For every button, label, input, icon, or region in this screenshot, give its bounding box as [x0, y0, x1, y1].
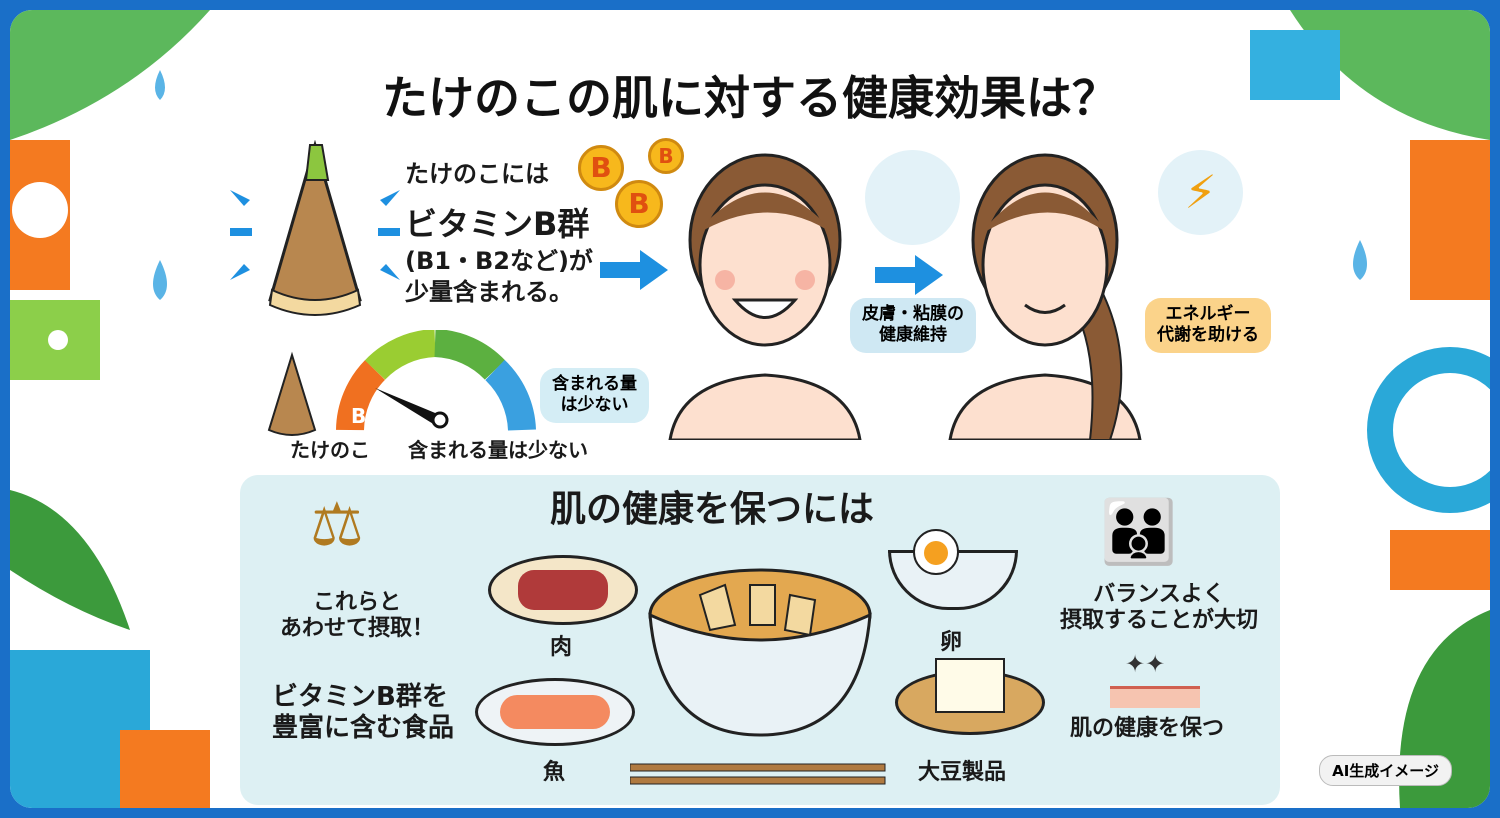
balance-text: バランスよく 摂取することが大切 — [1060, 582, 1259, 634]
egg-label: 卵 — [940, 630, 963, 655]
vitamin-b-badge: B — [615, 180, 663, 228]
keep-skin-text: 肌の健康を保つ — [1070, 716, 1225, 741]
decorative-background — [10, 10, 1490, 808]
gauge-bubble: 含まれる量 は少ない — [540, 368, 649, 423]
happy-woman-illustration — [668, 153, 862, 440]
gauge-letter: B — [351, 404, 367, 428]
ai-generated-badge: AI生成イメージ — [1319, 755, 1452, 786]
vitamin-b-badge: B — [578, 145, 624, 191]
energy-effect-bubble: エネルギー 代謝を助ける — [1145, 298, 1271, 353]
meat-plate — [488, 555, 638, 625]
skin-cells-icon — [865, 150, 960, 245]
soy-plate — [895, 658, 1045, 735]
sparkle-icon: ✦✦ — [1125, 650, 1166, 678]
combine-text: これらと あわせて摂取！ — [280, 590, 435, 642]
arrows-pointing-icon — [230, 190, 400, 280]
skin-effect-bubble: 皮膚・粘膜の 健康維持 — [850, 298, 976, 353]
soy-label: 大豆製品 — [918, 760, 1007, 785]
family-icon: 👪 — [1100, 495, 1178, 568]
smiling-woman-illustration — [948, 153, 1142, 440]
intro-line4: 少量含まれる。 — [405, 278, 573, 306]
chopsticks-icon — [630, 763, 886, 785]
fish-label: 魚 — [543, 760, 566, 785]
intro-line3: (B1・B2など)が — [405, 247, 593, 275]
balance-scale-icon: ⚖ — [310, 490, 364, 560]
vitamin-b-badge: B — [648, 138, 684, 174]
skin-layer-icon — [1110, 686, 1200, 708]
infographic-frame: たけのこの肌に対する健康効果は？ たけのこには ビタミンB群 (B1・B2など)… — [10, 10, 1490, 808]
bamboo-shoot-small-icon — [267, 351, 317, 436]
arrow-right-icon — [875, 255, 943, 295]
page-title: たけのこの肌に対する健康効果は？ — [382, 71, 1118, 125]
fish-plate — [475, 678, 635, 746]
panel-title: 肌の健康を保つには — [550, 489, 875, 530]
intro-line2: ビタミンB群 — [405, 205, 590, 243]
bamboo-shoot-label: たけのこ — [290, 438, 370, 462]
gauge-meter — [336, 330, 536, 432]
gauge-caption: 含まれる量は少ない — [408, 438, 588, 462]
meat-label: 肉 — [550, 635, 573, 660]
lightning-energy-icon: ⚡ — [1158, 150, 1243, 235]
foods-caption: ビタミンB群を 豊富に含む食品 — [272, 682, 455, 744]
bamboo-shoot-soup-bowl — [648, 568, 872, 737]
bamboo-shoot-illustration — [268, 140, 362, 316]
intro-line1: たけのこには — [405, 160, 549, 188]
arrow-right-icon — [600, 250, 668, 290]
